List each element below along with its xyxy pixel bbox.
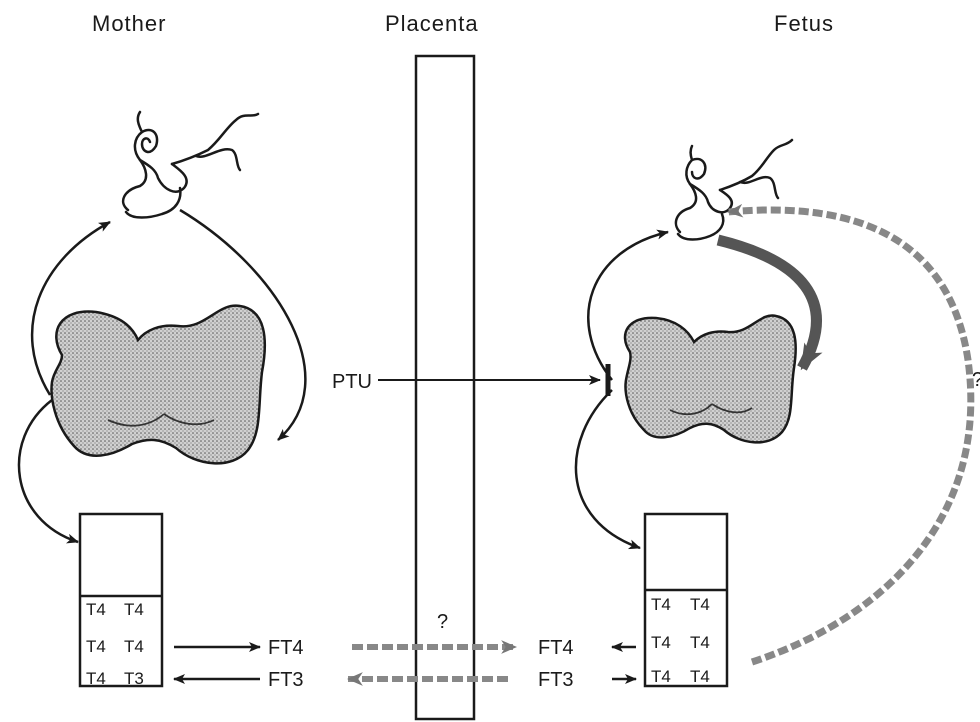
fetus-pituitary-icon — [676, 140, 792, 240]
mother-pool-r1-c2: T4 — [124, 600, 144, 619]
fetal-feedback-question: ? — [972, 369, 980, 391]
fetus-pool-r3-c1: T4 — [651, 667, 671, 686]
placenta-column-title: Placenta — [385, 11, 479, 36]
mother-ft3-label: FT3 — [268, 669, 304, 691]
mother-thyroid-icon — [52, 306, 265, 464]
fetus-pool-r2-c2: T4 — [690, 633, 710, 652]
fetus-pool-r1-c1: T4 — [651, 595, 671, 614]
fetus-pool-r2-c1: T4 — [651, 633, 671, 652]
fetus-pool-r3-c2: T4 — [690, 667, 710, 686]
mother-ft4-label: FT4 — [268, 637, 304, 659]
mother-pituitary-icon — [123, 112, 258, 218]
fetus-thyroid-icon — [625, 316, 796, 443]
mother-pool-r3-c2: T3 — [124, 669, 144, 688]
mother-pool-r2-c1: T4 — [86, 637, 106, 656]
mother-pool-r3-c1: T4 — [86, 669, 106, 688]
fetus-ft4-label: FT4 — [538, 637, 574, 659]
mother-pool-r2-c2: T4 — [124, 637, 144, 656]
mother-column-title: Mother — [92, 11, 166, 36]
placental-transfer-question: ? — [437, 611, 448, 633]
fetus-ft3-label: FT3 — [538, 669, 574, 691]
fetus-thyroid-to-pool-arrow — [576, 390, 640, 548]
ptu-label: PTU — [332, 371, 372, 393]
fetus-pool-r1-c2: T4 — [690, 595, 710, 614]
mother-pool-r1-c1: T4 — [86, 600, 106, 619]
fetus-column-title: Fetus — [774, 11, 834, 36]
